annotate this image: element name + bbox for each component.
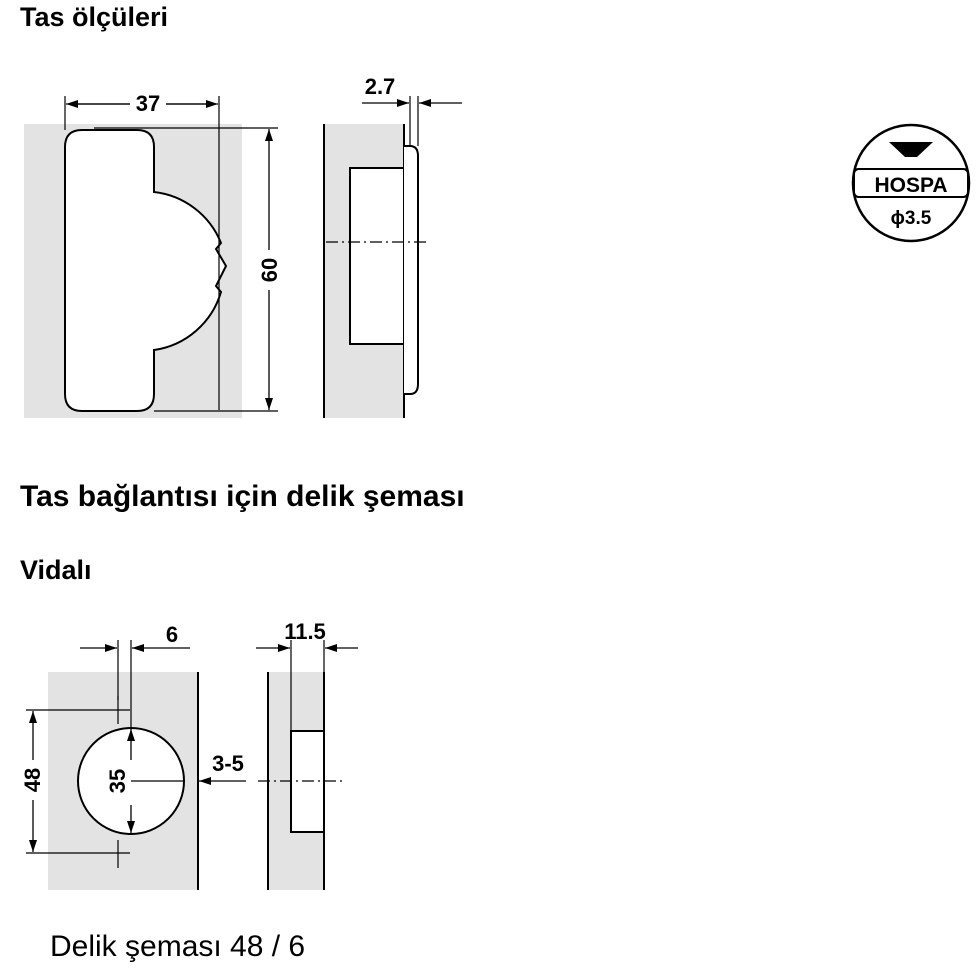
- drill-pattern-side-view: 11.5: [256, 619, 358, 890]
- drill-depth-label: 11.5: [284, 619, 326, 644]
- flange-thickness-label: 2.7: [365, 74, 396, 99]
- spacing-label: 48: [20, 768, 45, 792]
- hospa-badge: HOSPA ϕ3.5: [851, 123, 971, 243]
- drill-pattern-front-view: 6 48 35 3-5: [20, 622, 246, 890]
- screw-on-subheading: Vidalı: [20, 555, 92, 585]
- drilling-pattern-heading: Tas bağlantısı için delik şeması: [20, 480, 465, 513]
- offset-label: 6: [166, 622, 178, 647]
- hole-diameter-label: 35: [105, 769, 130, 793]
- badge-diameter-text: ϕ3.5: [891, 208, 932, 229]
- countersunk-screw-icon: [889, 142, 933, 157]
- cup-flange: [404, 145, 419, 395]
- edge-distance-label: 3-5: [212, 751, 244, 776]
- cup-front-view: 37 60: [24, 91, 282, 418]
- cup-side-view: 2.7: [323, 74, 462, 418]
- cup-width-label: 37: [136, 91, 160, 116]
- cup-height-label: 60: [257, 258, 282, 282]
- cup-dimensions-heading: Tas ölçüleri: [20, 2, 169, 32]
- drilling-pattern-caption: Delik şeması 48 / 6: [50, 930, 306, 963]
- cup-recess: [349, 167, 405, 345]
- badge-brand-text: HOSPA: [874, 174, 947, 197]
- hinge-cup-outline: [64, 129, 228, 412]
